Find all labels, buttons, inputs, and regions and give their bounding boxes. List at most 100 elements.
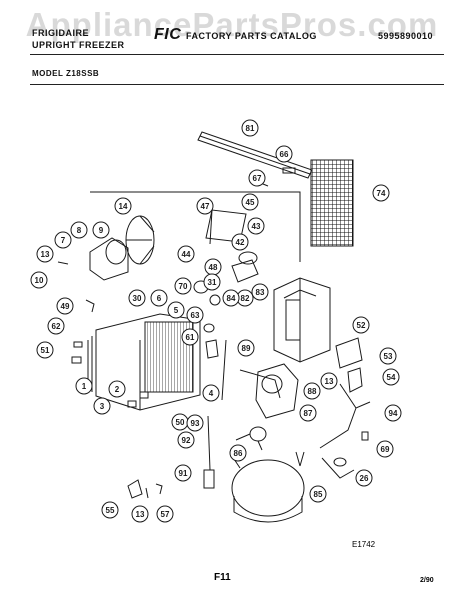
callout-circle	[75, 377, 93, 395]
callout-62: 62	[47, 317, 65, 335]
callout-70: 70	[174, 277, 192, 295]
callout-84: 84	[222, 289, 240, 307]
callout-number: 7	[61, 236, 66, 245]
callout-49: 49	[56, 297, 74, 315]
callout-number: 70	[179, 282, 188, 291]
model-label: MODEL Z18SSB	[32, 69, 100, 78]
header-product-line: UPRIGHT FREEZER	[32, 40, 125, 50]
callout-circle	[36, 341, 54, 359]
callout-10: 10	[30, 271, 48, 289]
callout-number: 5	[174, 306, 179, 315]
condenser-plate-part	[87, 313, 201, 411]
callout-circle	[101, 501, 119, 519]
callout-8: 8	[70, 221, 88, 239]
callout-number: 31	[208, 278, 217, 287]
callout-circle	[352, 316, 370, 334]
callout-circle	[56, 297, 74, 315]
terminal-cover-part	[335, 337, 363, 393]
callout-85: 85	[309, 485, 327, 503]
callout-circle	[181, 328, 199, 346]
callout-14: 14	[114, 197, 132, 215]
callout-number: 8	[77, 226, 82, 235]
callout-88: 88	[303, 382, 321, 400]
callout-number: 86	[234, 449, 243, 458]
callout-circle	[320, 372, 338, 390]
callout-circle	[128, 289, 146, 307]
callout-30: 30	[128, 289, 146, 307]
callout-circle	[70, 221, 88, 239]
callout-93: 93	[186, 414, 204, 432]
callout-number: 44	[182, 250, 191, 259]
callout-number: 92	[182, 436, 191, 445]
issue-date: 2/90	[420, 577, 434, 584]
brand-logo: FIC	[154, 26, 182, 43]
callout-number: 47	[201, 202, 210, 211]
callout-circle	[174, 464, 192, 482]
callout-13: 13	[36, 245, 54, 263]
callout-48: 48	[204, 258, 222, 276]
callout-3: 3	[93, 397, 111, 415]
header-rule	[30, 54, 444, 55]
callout-number: 9	[99, 226, 104, 235]
callout-67: 67	[248, 169, 266, 187]
callout-circle	[186, 414, 204, 432]
callout-6: 6	[150, 289, 168, 307]
callout-circle	[379, 347, 397, 365]
callout-circle	[222, 289, 240, 307]
callout-circle	[177, 431, 195, 449]
callout-number: 88	[308, 387, 317, 396]
callout-circle	[30, 271, 48, 289]
callout-number: 93	[191, 419, 200, 428]
callout-number: 82	[241, 294, 250, 303]
callout-circle	[251, 283, 269, 301]
callout-66: 66	[275, 145, 293, 163]
callout-number: 6	[157, 294, 162, 303]
callout-number: 83	[256, 288, 265, 297]
callout-number: 87	[304, 409, 313, 418]
callout-number: 89	[242, 344, 251, 353]
header-brand-line: FRIGIDAIRE	[32, 28, 90, 38]
callout-number: 49	[61, 302, 70, 311]
callout-circle	[196, 197, 214, 215]
callout-number: 66	[280, 150, 289, 159]
callout-number: 62	[52, 322, 61, 331]
callout-53: 53	[379, 347, 397, 365]
callout-circle	[150, 289, 168, 307]
callout-number: 84	[227, 294, 236, 303]
callout-number: 54	[387, 373, 396, 382]
callout-number: 13	[136, 510, 145, 519]
callout-circle	[177, 245, 195, 263]
callout-number: 57	[161, 510, 170, 519]
callout-81: 81	[241, 119, 259, 137]
callout-circle	[202, 384, 220, 402]
callout-87: 87	[299, 404, 317, 422]
clip-part	[282, 167, 296, 174]
callout-circle	[131, 505, 149, 523]
callout-number: 26	[360, 474, 369, 483]
callout-circle	[93, 397, 111, 415]
callout-circle	[114, 197, 132, 215]
callout-74: 74	[372, 184, 390, 202]
callout-circle	[372, 184, 390, 202]
relay-bracket-part	[231, 251, 259, 283]
machine-compartment-part	[273, 277, 331, 363]
callout-89: 89	[237, 339, 255, 357]
callout-number: 50	[176, 418, 185, 427]
callout-circle	[229, 444, 247, 462]
callout-50: 50	[171, 413, 189, 431]
callout-94: 94	[384, 404, 402, 422]
callout-55: 55	[101, 501, 119, 519]
callout-number: 91	[179, 469, 188, 478]
callout-number: 74	[377, 189, 386, 198]
callout-number: 3	[100, 402, 105, 411]
callout-69: 69	[376, 440, 394, 458]
callout-number: 30	[133, 294, 142, 303]
model-rule	[30, 84, 444, 85]
callout-circle	[156, 505, 174, 523]
callout-31: 31	[203, 273, 221, 291]
callout-61: 61	[181, 328, 199, 346]
callout-number: 14	[119, 202, 128, 211]
compressor-part	[231, 451, 305, 523]
callout-circle	[384, 404, 402, 422]
